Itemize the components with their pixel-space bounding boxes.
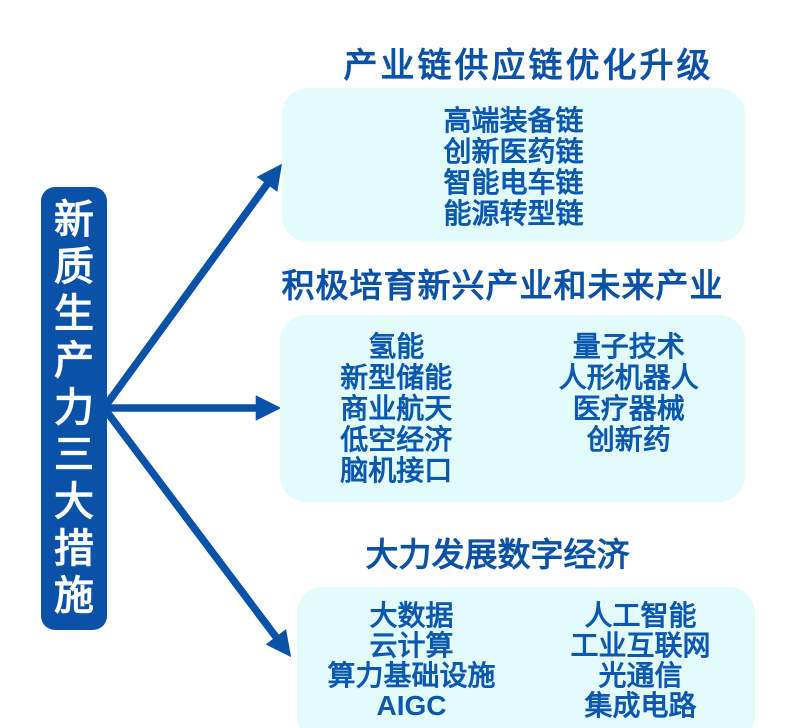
panel-item: 集成电路 xyxy=(584,690,697,721)
panel-item: 创新医药链 xyxy=(443,136,584,167)
panel-item: 商业航天 xyxy=(340,393,453,424)
panel-item: 氢能 xyxy=(368,331,425,362)
panel-item: 创新药 xyxy=(586,424,671,455)
panel-item: 云计算 xyxy=(369,630,454,661)
panel-item: 能源转型链 xyxy=(443,198,584,229)
panel-item: 算力基础设施 xyxy=(327,660,496,691)
section-3-column-right: 人工智能 工业互联网 光通信 集成电路 xyxy=(526,601,755,728)
section-2-panel: 氢能 新型储能 商业航天 低空经济 脑机接口 量子技术 人形机器人 医疗器械 创… xyxy=(280,315,745,502)
panel-item: 人形机器人 xyxy=(558,362,699,393)
panel-item: 高端装备链 xyxy=(443,105,584,136)
arrow-to-section-1 xyxy=(100,163,283,411)
panel-item: 光通信 xyxy=(598,660,683,691)
section-3-title: 大力发展数字经济 xyxy=(365,536,630,573)
section-2-column-right: 量子技术 人形机器人 医疗器械 创新药 xyxy=(513,331,746,502)
section-3-panel: 大数据 云计算 算力基础设施 AIGC 人工智能 工业互联网 光通信 集成电路 xyxy=(297,587,755,728)
section-1-column: 高端装备链 创新医药链 智能电车链 能源转型链 xyxy=(282,105,745,242)
section-2-title: 积极培育新兴产业和未来产业 xyxy=(281,267,724,304)
panel-item: 量子技术 xyxy=(572,331,685,362)
root-node-label: 新质生产力三大措施 xyxy=(54,198,94,618)
panel-item: 大数据 xyxy=(369,600,454,631)
section-1-title: 产业链供应链优化升级 xyxy=(343,47,714,85)
section-2-column-left: 氢能 新型储能 商业航天 低空经济 脑机接口 xyxy=(280,331,513,502)
panel-item: 脑机接口 xyxy=(340,455,453,486)
section-1-panel: 高端装备链 创新医药链 智能电车链 能源转型链 xyxy=(282,88,745,242)
root-node: 新质生产力三大措施 xyxy=(41,187,107,630)
panel-item: 智能电车链 xyxy=(443,167,584,198)
arrow-to-section-3 xyxy=(101,405,292,658)
panel-item: 医疗器械 xyxy=(572,393,685,424)
panel-item: 工业互联网 xyxy=(570,630,711,661)
panel-item: AIGC xyxy=(376,690,447,721)
panel-item: 人工智能 xyxy=(584,600,697,631)
panel-item: 低空经济 xyxy=(340,424,453,455)
panel-item: 新型储能 xyxy=(340,362,453,393)
section-3-column-left: 大数据 云计算 算力基础设施 AIGC xyxy=(297,601,526,728)
